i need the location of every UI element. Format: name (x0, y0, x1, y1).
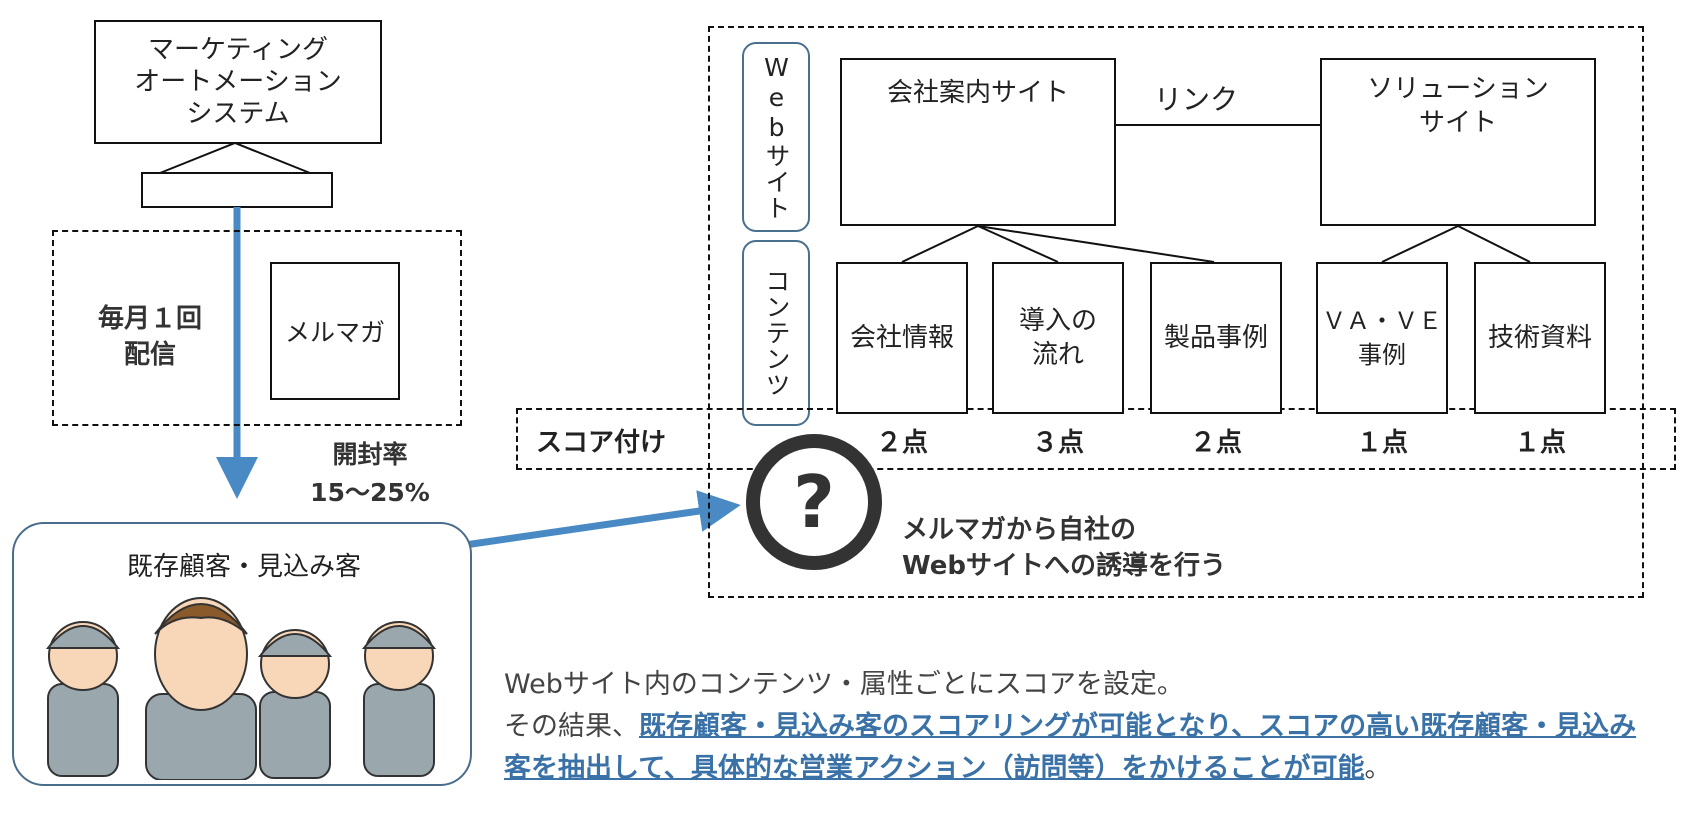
website-side-label: Webサイト (742, 42, 810, 232)
open-rate-value: 15～25% (310, 478, 430, 507)
open-rate-label: 開封率 (332, 440, 408, 469)
tree-line (1457, 225, 1531, 263)
website-dashed-area (708, 26, 1644, 598)
bottom-text-paragraph: その結果、既存顧客・見込み客のスコアリングが可能となり、スコアの高い既存顧客・見… (504, 706, 1654, 790)
bottom-text-highlight: 既存顧客・見込み客のスコアリングが可能となり、スコアの高い既存顧客・見込み客を抽… (504, 711, 1637, 784)
newsletter-doc: メルマガ (270, 262, 400, 400)
bottom-explanation: Webサイト内のコンテンツ・属性ごとにスコアを設定。 その結果、既存顧客・見込み… (504, 664, 1654, 790)
company-site-label: 会社案内サイト (886, 78, 1069, 108)
ma-system-box: マーケティング オートメーション システム (94, 20, 382, 144)
tree-line (1381, 225, 1459, 263)
score-technical-docs: １点 (1513, 428, 1566, 458)
contents-side-label: コンテンツ (742, 240, 810, 426)
question-caption: メルマガから自社の Webサイトへの誘導を行う (902, 515, 1226, 581)
tree-line (901, 225, 979, 263)
content-doc-introduction-flow: 導入の 流れ (992, 262, 1124, 414)
newsletter-doc-label: メルマガ (284, 318, 385, 347)
solution-site-label: ソリューション サイト (1367, 74, 1549, 138)
question-symbol: ? (793, 460, 835, 544)
blue-diag-arrow (464, 490, 741, 549)
website-side-label-text: Webサイト (762, 53, 791, 221)
ma-system-base (141, 172, 333, 208)
score-product-cases: ２点 (1189, 428, 1242, 458)
company-site-box: 会社案内サイト (840, 58, 1116, 226)
score-va-ve-cases: １点 (1355, 428, 1408, 458)
worker-figure (257, 629, 333, 779)
customers-label: 既存顧客・見込み客 (126, 552, 361, 582)
ma-system-stand (159, 141, 311, 174)
solution-site-box: ソリューション サイト (1320, 58, 1596, 226)
customers-illustration (45, 597, 437, 780)
content-doc-company-info: 会社情報 (836, 262, 968, 414)
score-introduction-flow: ３点 (1031, 428, 1084, 458)
content-doc-product-cases: 製品事例 (1150, 262, 1282, 414)
scoring-label: スコア付け (536, 428, 667, 458)
score-company-info: ２点 (875, 428, 928, 458)
content-doc-va-ve-cases: ＶＡ・ＶＥ 事例 (1316, 262, 1448, 414)
tree-line (977, 225, 1215, 263)
newsletter-dashed-area (52, 230, 462, 426)
open-rate: 開封率 15～25% (300, 436, 440, 512)
bottom-text-line1: Webサイト内のコンテンツ・属性ごとにスコアを設定。 (504, 669, 1184, 700)
content-doc-technical-docs: 技術資料 (1474, 262, 1606, 414)
link-label: リンク (1153, 83, 1238, 116)
worker-figure (45, 621, 121, 777)
bottom-text-prefix: その結果、 (504, 711, 639, 742)
customers-box: 既存顧客・見込み客 (12, 522, 472, 786)
man-thinking-figure (145, 597, 257, 780)
tree-line (977, 225, 1059, 263)
question-icon: ? (746, 434, 882, 570)
worker-figure (361, 621, 437, 777)
delivery-frequency: 毎月１回 配信 (97, 304, 202, 370)
contents-side-label-text: コンテンツ (762, 268, 791, 398)
bottom-text-suffix: 。 (1364, 753, 1392, 784)
